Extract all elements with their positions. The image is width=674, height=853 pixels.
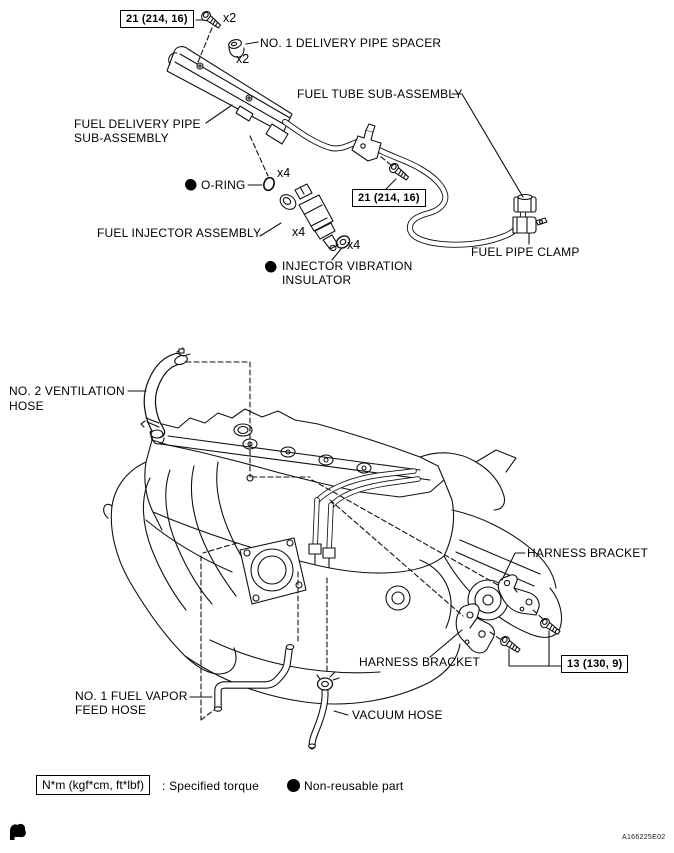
fuel-injector-art [279,183,339,252]
upper-dashed-lines [197,27,392,177]
vapor-hose-label-line1: NO. 1 FUEL VAPOR [75,689,188,703]
injector-vibration-insulator-art [335,235,351,249]
bracket-bolt-lower-icon [498,634,523,656]
figure-code: A166225E02 [622,834,666,841]
oring-label: O-RING [201,178,246,192]
legend-torque-desc: : Specified torque [162,779,259,793]
fuel-pipe-clamp-art [512,216,548,234]
insulator-label-line1: INJECTOR VIBRATION [282,259,413,273]
insulator-qty: x4 [347,238,361,252]
spacer-qty: x2 [236,52,250,66]
vapor-hose-label-line2: FEED HOSE [75,703,147,717]
ventilation-hose-art [140,347,191,445]
lower-leader-lines [127,390,562,716]
harness-bracket-lower-label: HARNESS BRACKET [359,655,481,669]
o-ring-art [263,176,275,192]
fuel-delivery-pipe-label-line2: SUB-ASSEMBLY [74,131,169,145]
injector-qty: x4 [292,225,306,239]
torque-spec-bracket-bolts: 13 (130, 9) [561,655,629,673]
fuel-tube-art [282,119,526,248]
lower-dashed-lines [185,361,544,721]
harness-bracket-upper-art [497,574,540,616]
fuel-delivery-pipe-art [166,46,293,145]
fuel-tube-end-fitting-art [513,193,537,213]
fuel-tube-label: FUEL TUBE SUB-ASSEMBLY [297,87,463,101]
vacuum-hose-art [308,671,340,750]
engine-art [103,408,563,705]
ventilation-hose-label-line1: NO. 2 VENTILATION [9,384,125,398]
legend-non-reusable-label: Non-reusable part [304,779,404,793]
legend-torque-box: N*m (kgf*cm, ft*lbf) [36,775,151,795]
oring-bullet-icon [185,179,196,190]
harness-bracket-upper-label: HARNESS BRACKET [527,546,649,560]
fuel-pipe-clamp-label: FUEL PIPE CLAMP [471,245,580,259]
bracket-bolt-upper-icon [538,616,563,638]
upper-leader-lines [195,19,530,261]
legend-non-reusable-icon [287,779,300,792]
fuel-delivery-pipe-label-line1: FUEL DELIVERY PIPE [74,117,201,131]
torque-spec-delivery-pipe-bolt: 21 (214, 16) [120,10,194,28]
fuel-injector-label: FUEL INJECTOR ASSEMBLY [97,226,262,240]
oring-qty: x4 [277,166,291,180]
vacuum-hose-label: VACUUM HOSE [352,708,443,722]
page-corner-icon [10,823,26,840]
delivery-pipe-spacer-art [228,39,245,58]
delivery-pipe-spacer-label: NO. 1 DELIVERY PIPE SPACER [260,36,442,50]
delivery-bolt-qty: x2 [223,11,237,25]
insulator-label-line2: INSULATOR [282,273,352,287]
fuel-vapor-feed-hose-art [213,644,295,712]
insulator-bullet-icon [265,261,276,272]
torque-spec-fuel-tube-bolt: 21 (214, 16) [352,189,426,207]
ventilation-hose-label-line2: HOSE [9,399,44,413]
